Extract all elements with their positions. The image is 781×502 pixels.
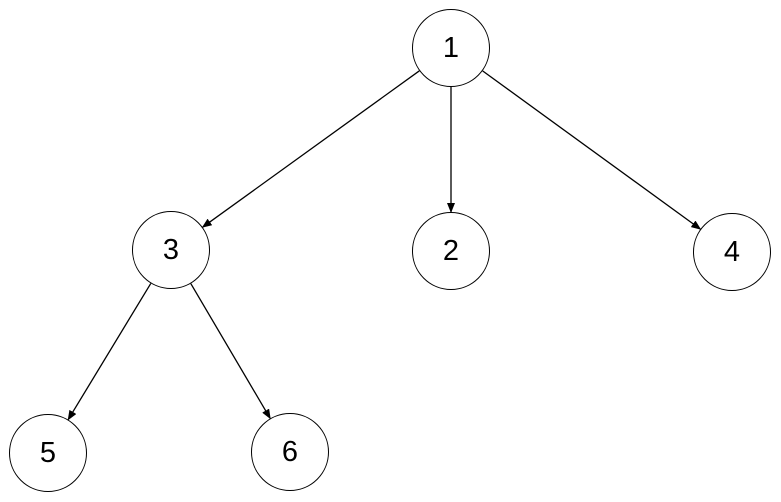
node-4[interactable]: 4	[693, 213, 771, 291]
node-3-label: 3	[162, 233, 180, 266]
node-1-label: 1	[442, 31, 460, 64]
node-2[interactable]: 2	[412, 212, 490, 290]
edge-1-4	[482, 70, 702, 230]
edge-1-3	[201, 70, 420, 228]
node-3[interactable]: 3	[132, 211, 210, 289]
edge-3-6	[190, 283, 271, 420]
node-5-label: 5	[39, 436, 57, 469]
node-4-label: 4	[723, 235, 741, 268]
edge-3-5	[67, 283, 152, 421]
node-5[interactable]: 5	[9, 414, 87, 492]
node-2-label: 2	[442, 234, 460, 267]
node-1[interactable]: 1	[412, 9, 490, 87]
node-6-label: 6	[281, 435, 299, 468]
node-6[interactable]: 6	[251, 413, 329, 491]
